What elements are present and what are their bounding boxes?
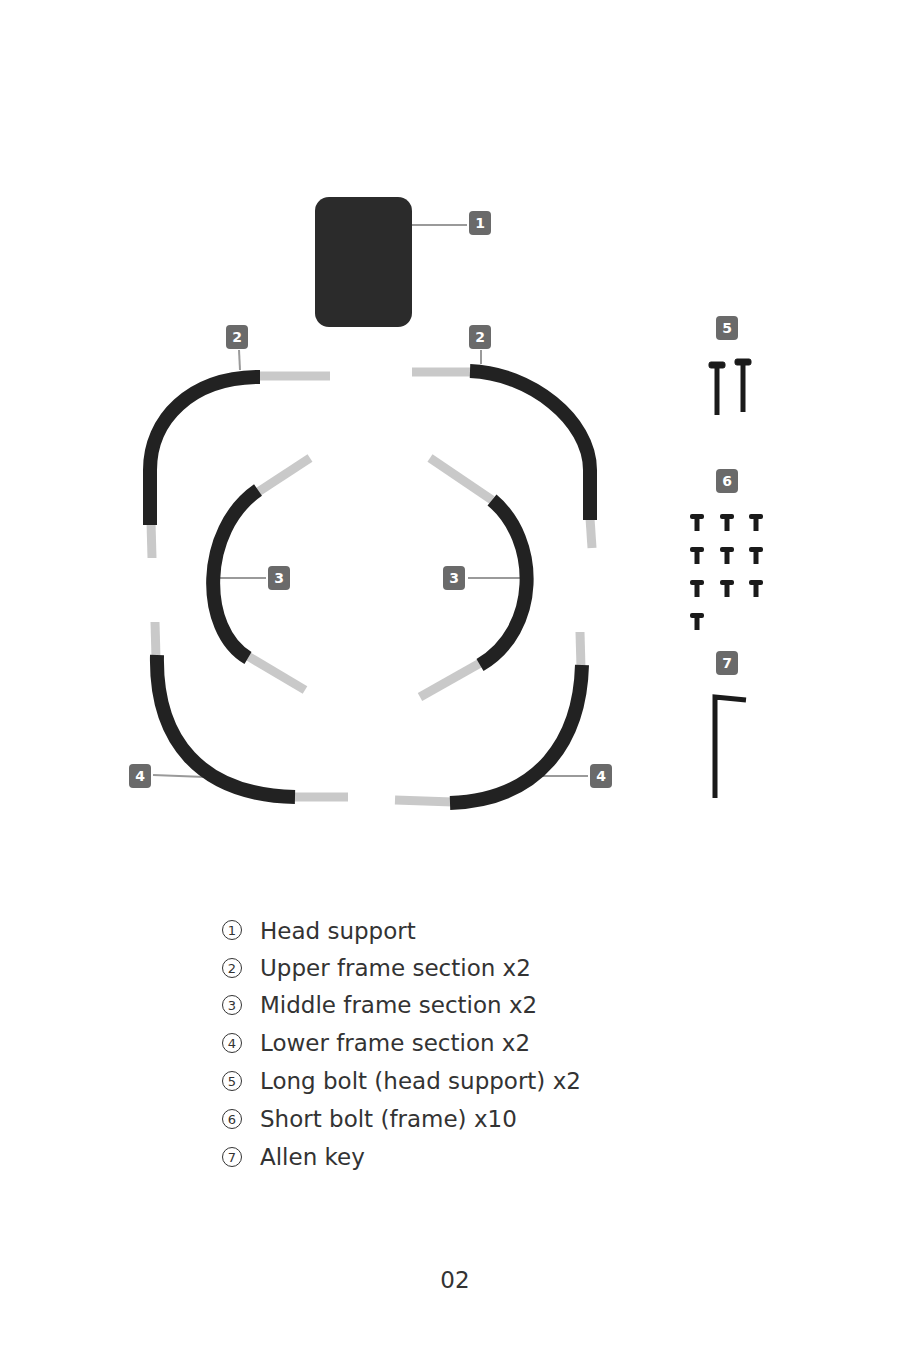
list-number-circle: 5 — [222, 1071, 242, 1091]
part-name: Middle frame section x2 — [260, 994, 537, 1017]
callout-number: 5 — [722, 321, 732, 335]
list-number-circle: 1 — [222, 920, 242, 940]
callout-number: 7 — [228, 1151, 236, 1164]
callout-number: 2 — [232, 330, 242, 344]
page-number: 02 — [440, 1269, 469, 1292]
callout-number: 6 — [722, 474, 732, 488]
callout-number: 5 — [228, 1075, 236, 1088]
part-name: Head support — [260, 920, 416, 943]
callout-number: 3 — [228, 999, 236, 1012]
long-bolts — [709, 359, 751, 415]
callout-number: 4 — [135, 769, 145, 783]
callout-badge: 1 — [469, 211, 491, 235]
callout-number: 1 — [228, 924, 236, 937]
callout-number: 2 — [475, 330, 485, 344]
list-number-circle: 7 — [222, 1147, 242, 1167]
callout-number: 4 — [228, 1037, 236, 1050]
part-name: Short bolt (frame) x10 — [260, 1108, 517, 1131]
callout-badge: 2 — [226, 325, 248, 349]
list-number-circle: 6 — [222, 1109, 242, 1129]
callout-number: 3 — [274, 571, 284, 585]
short-bolts — [690, 514, 763, 630]
part-name: Allen key — [260, 1146, 365, 1169]
list-number-circle: 4 — [222, 1033, 242, 1053]
part-name: Lower frame section x2 — [260, 1032, 530, 1055]
head-support — [315, 197, 412, 327]
callout-badge: 4 — [590, 764, 612, 788]
callout-badge: 4 — [129, 764, 151, 788]
callout-badge: 3 — [268, 566, 290, 590]
callout-badge: 5 — [716, 316, 738, 340]
callout-number: 2 — [228, 962, 236, 975]
allen-key — [715, 697, 746, 798]
callout-badge: 2 — [469, 325, 491, 349]
list-number-circle: 3 — [222, 995, 242, 1015]
callout-number: 3 — [449, 571, 459, 585]
callout-badge: 6 — [716, 469, 738, 493]
callout-badge: 7 — [716, 651, 738, 675]
callout-number: 7 — [722, 656, 732, 670]
list-number-circle: 2 — [222, 958, 242, 978]
callout-number: 4 — [596, 769, 606, 783]
callout-number: 6 — [228, 1113, 236, 1126]
part-name: Long bolt (head support) x2 — [260, 1070, 581, 1093]
callout-badge: 3 — [443, 566, 465, 590]
frame-sections — [150, 371, 592, 803]
callout-number: 1 — [475, 216, 485, 230]
part-name: Upper frame section x2 — [260, 957, 531, 980]
